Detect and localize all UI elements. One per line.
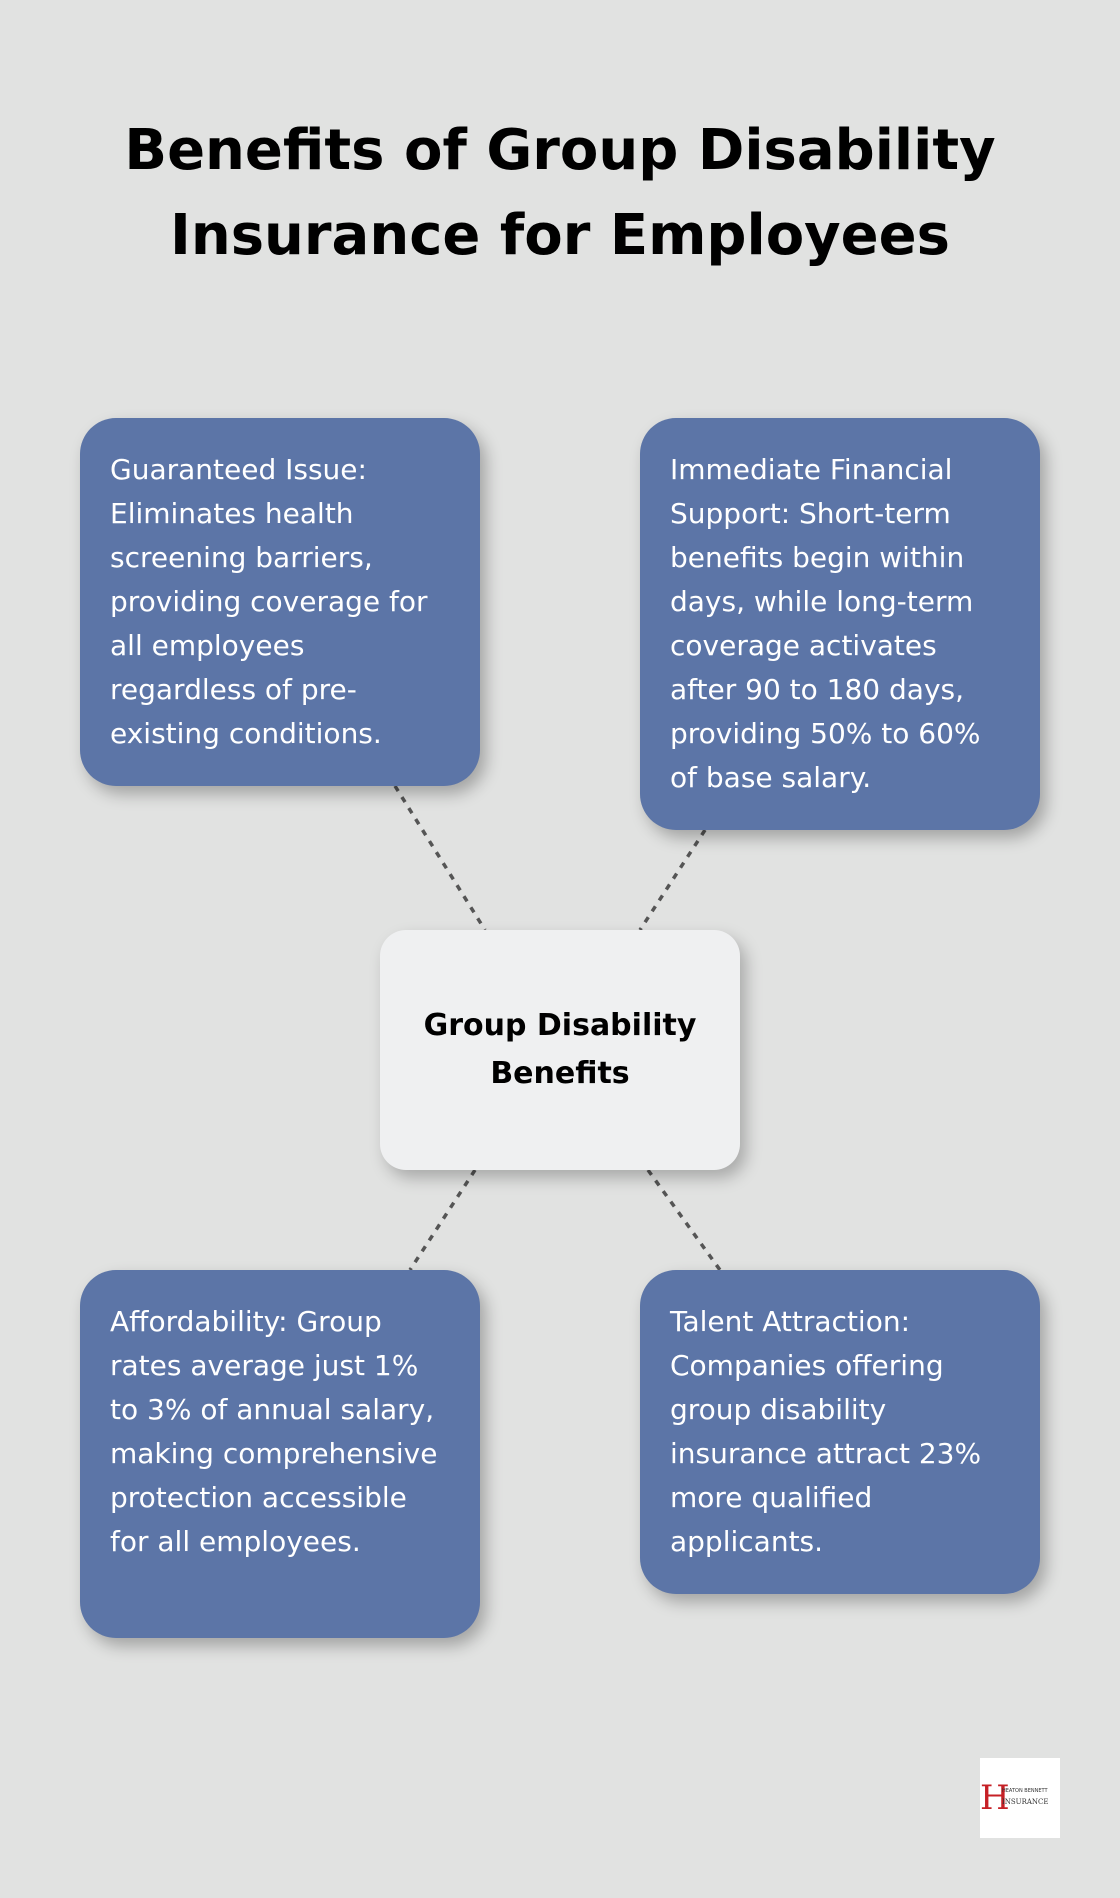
benefit-text: Guaranteed Issue: Eliminates health scre… — [110, 453, 428, 750]
benefit-text: Affordability: Group rates average just … — [110, 1305, 438, 1558]
benefit-card-guaranteed-issue: Guaranteed Issue: Eliminates health scre… — [80, 418, 480, 786]
logo-bottom-text: INSURANCE — [1002, 1798, 1049, 1806]
connector-bottom-left — [408, 1169, 477, 1271]
center-node-label: Group Disability Benefits — [423, 1008, 697, 1091]
connector-top-left — [393, 785, 487, 931]
connector-top-right — [638, 829, 707, 931]
benefit-text: Talent Attraction: Companies offering gr… — [670, 1305, 982, 1558]
center-node: Group Disability Benefits — [380, 930, 740, 1170]
benefit-text: Immediate Financial Support: Short-term … — [670, 453, 981, 794]
benefit-card-talent-attraction: Talent Attraction: Companies offering gr… — [640, 1270, 1040, 1594]
benefit-card-affordability: Affordability: Group rates average just … — [80, 1270, 480, 1638]
benefit-card-immediate-financial-support: Immediate Financial Support: Short-term … — [640, 418, 1040, 830]
logo-top-text: HEATON BENNETT — [1002, 1788, 1048, 1794]
logo-letter: H — [980, 1778, 1010, 1818]
company-logo: H HEATON BENNETT INSURANCE — [980, 1758, 1060, 1838]
connector-bottom-right — [646, 1168, 722, 1272]
page-title: Benefits of Group Disability Insurance f… — [124, 118, 996, 268]
